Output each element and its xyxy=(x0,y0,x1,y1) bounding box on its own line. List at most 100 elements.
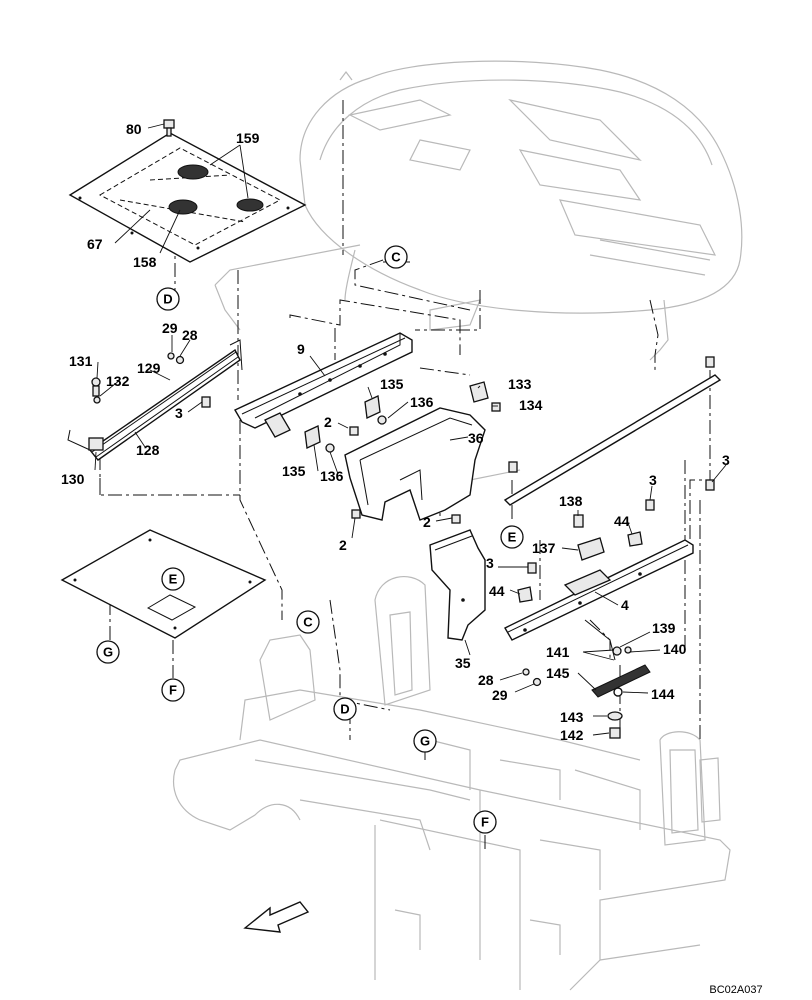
part-label: 144 xyxy=(651,686,675,702)
part-label: 133 xyxy=(508,376,532,392)
part-label: 80 xyxy=(126,121,142,137)
part-label: 67 xyxy=(87,236,103,252)
bolt-3b xyxy=(645,499,655,511)
clip-44a xyxy=(627,531,643,547)
part-label: 9 xyxy=(297,341,305,357)
support-beam-9 xyxy=(234,332,413,438)
side-plate-35 xyxy=(429,529,486,641)
front-direction-arrow xyxy=(243,901,310,933)
part-label: 145 xyxy=(546,665,570,681)
svg-text:G: G xyxy=(420,734,430,749)
bracket-133 xyxy=(469,381,489,403)
part-label: 29 xyxy=(492,687,508,703)
nut-136a xyxy=(377,415,387,425)
svg-text:E: E xyxy=(169,572,178,587)
bolt-138 xyxy=(573,514,584,528)
ring-144 xyxy=(613,687,623,697)
floor-mat-159b xyxy=(236,198,264,212)
bolt-2a xyxy=(349,426,359,436)
handrail-128 xyxy=(67,339,243,461)
part-label: 132 xyxy=(106,373,130,389)
ref-D-top: D xyxy=(156,287,180,311)
bolt-3a xyxy=(201,396,211,408)
part-label: 36 xyxy=(468,430,484,446)
svg-text:D: D xyxy=(340,702,349,717)
part-label: 35 xyxy=(455,655,471,671)
ref-G-bottom: G xyxy=(413,729,437,753)
cover-36 xyxy=(344,407,486,521)
washer-29 xyxy=(167,352,175,360)
part-label: 130 xyxy=(61,471,85,487)
bolt-rod-b xyxy=(705,356,715,368)
ref-E-mid: E xyxy=(500,525,524,549)
bolt-3d xyxy=(705,479,715,491)
part-label: 138 xyxy=(559,493,583,509)
part-label: 158 xyxy=(133,254,157,270)
part-label: 137 xyxy=(532,540,556,556)
part-label: 4 xyxy=(621,597,629,613)
bolt-142 xyxy=(609,727,621,739)
bracket-4 xyxy=(504,539,694,641)
ref-F-left: F xyxy=(161,678,185,702)
floor-mat-159a xyxy=(177,164,209,180)
bracket-135b xyxy=(304,425,321,449)
bolt-rod-a xyxy=(508,461,518,473)
clip-44b xyxy=(517,586,533,603)
cover-plate-67 xyxy=(68,132,307,263)
part-label: 2 xyxy=(324,414,332,430)
part-label: 141 xyxy=(546,644,570,660)
part-label: 44 xyxy=(489,583,505,599)
part-label: 3 xyxy=(486,555,494,571)
ref-F-bottom: F xyxy=(473,810,497,834)
part-label: 2 xyxy=(423,514,431,530)
part-label: 159 xyxy=(236,130,260,146)
bolt-131 xyxy=(91,377,101,387)
part-labels: 80 159 67 158 29 28 131 132 129 3 128 13… xyxy=(61,121,730,743)
part-label: 136 xyxy=(410,394,434,410)
bolt-28 xyxy=(175,355,185,365)
part-label: 28 xyxy=(182,327,198,343)
svg-text:F: F xyxy=(169,683,177,698)
svg-text:E: E xyxy=(508,530,517,545)
part-label: 44 xyxy=(614,513,630,529)
part-label: 139 xyxy=(652,620,676,636)
rod xyxy=(503,374,722,506)
ref-E-left: E xyxy=(161,567,185,591)
bolt-2c xyxy=(451,514,461,524)
ref-C-bottom: C xyxy=(296,610,320,634)
figure-code: BC02A037 xyxy=(709,984,762,996)
bracket-135a xyxy=(364,395,381,419)
washer-29b xyxy=(532,677,542,687)
svg-text:G: G xyxy=(103,645,113,660)
spring-139 xyxy=(612,646,622,656)
bracket-137 xyxy=(577,537,605,561)
leader-lines xyxy=(94,123,727,736)
part-label: 29 xyxy=(162,320,178,336)
washer-143 xyxy=(607,711,623,721)
ref-C-top: C xyxy=(384,245,408,269)
ref-D-bottom: D xyxy=(333,697,357,721)
part-label: 28 xyxy=(478,672,494,688)
part-label: 143 xyxy=(560,709,584,725)
svg-text:D: D xyxy=(163,292,172,307)
base-frame-outline xyxy=(173,576,731,991)
bolt-28b xyxy=(522,668,530,676)
part-label: 128 xyxy=(136,442,160,458)
washer-132 xyxy=(93,396,101,404)
part-label: 135 xyxy=(380,376,404,392)
part-label: 3 xyxy=(175,405,183,421)
pin-140 xyxy=(624,646,632,654)
svg-text:C: C xyxy=(303,615,313,630)
ref-G-left: G xyxy=(96,640,120,664)
part-label: 142 xyxy=(560,727,584,743)
svg-text:F: F xyxy=(481,815,489,830)
svg-text:C: C xyxy=(391,250,401,265)
nut-136b xyxy=(325,443,335,453)
part-label: 3 xyxy=(649,472,657,488)
part-label: 3 xyxy=(722,452,730,468)
bolt-3c xyxy=(527,562,537,574)
part-label: 136 xyxy=(320,468,344,484)
part-label: 135 xyxy=(282,463,306,479)
part-label: 140 xyxy=(663,641,687,657)
